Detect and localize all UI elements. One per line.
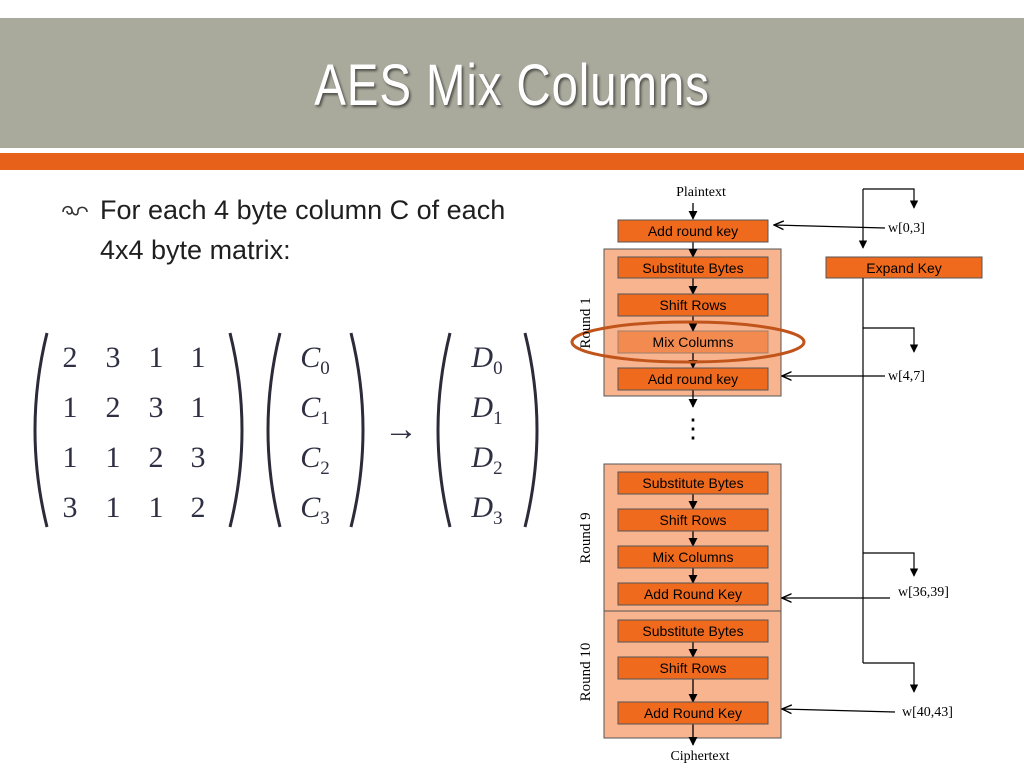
step-label: Expand Key bbox=[866, 260, 942, 276]
round1-shift-rows-box bbox=[617, 293, 769, 317]
mix-columns-equation: 2 3 1 1 1 2 3 1 1 1 2 3 3 1 1 2 C0 C1 C2… bbox=[33, 332, 539, 529]
d-vector-left-paren bbox=[436, 332, 452, 528]
key-input-arrow bbox=[774, 225, 886, 228]
round-9-label: Round 9 bbox=[578, 512, 594, 563]
step-label: Add Round Key bbox=[644, 586, 742, 602]
accent-stripe bbox=[0, 153, 1024, 170]
expand-key-box bbox=[825, 256, 983, 279]
matrix-left-paren bbox=[33, 332, 49, 528]
step-label: Shift Rows bbox=[660, 297, 727, 313]
matrix-cell: 2 bbox=[63, 341, 78, 374]
round1-substitute-bytes-box bbox=[617, 256, 769, 279]
c-vector-right-paren bbox=[349, 332, 365, 528]
key-input-arrow bbox=[782, 709, 896, 712]
key-schedule-line bbox=[863, 662, 919, 693]
initial-add-round-key-box bbox=[617, 219, 769, 243]
round9-substitute-bytes-box bbox=[617, 471, 769, 495]
round10-substitute-bytes-box bbox=[617, 619, 769, 643]
ciphertext-label: Ciphertext bbox=[670, 749, 729, 764]
matrix-cell: 1 bbox=[149, 341, 164, 374]
step-label: Add Round Key bbox=[644, 705, 742, 721]
step-label: Shift Rows bbox=[660, 660, 727, 676]
round9-mix-columns-box bbox=[617, 545, 769, 569]
plaintext-label: Plaintext bbox=[676, 185, 726, 200]
round1-add-round-key-box bbox=[617, 367, 769, 391]
matrix-cell: 2 bbox=[191, 491, 206, 524]
round9-shift-rows-box bbox=[617, 508, 769, 532]
matrix-cell: 3 bbox=[63, 491, 78, 524]
step-label: Substitute Bytes bbox=[642, 260, 743, 276]
step-label: Substitute Bytes bbox=[642, 475, 743, 491]
matrix-cell: 1 bbox=[191, 391, 206, 424]
step-label: Add round key bbox=[648, 223, 738, 239]
matrix-cell: 2 bbox=[106, 391, 121, 424]
matrix-cell: 1 bbox=[106, 491, 121, 524]
round10-add-round-key-box bbox=[617, 701, 769, 725]
matrix-cell: 1 bbox=[106, 441, 121, 474]
matrix-cell: 1 bbox=[191, 341, 206, 374]
matrix-right-paren bbox=[228, 332, 244, 528]
step-label: Add round key bbox=[648, 371, 738, 387]
key-label-w4-7: w[4,7] bbox=[888, 369, 925, 384]
mix-columns-highlight-ring bbox=[570, 320, 806, 364]
matrix-cell: 1 bbox=[149, 491, 164, 524]
round-10-label: Round 10 bbox=[578, 643, 594, 702]
key-label-w36-39: w[36,39] bbox=[898, 585, 949, 600]
matrix-cell: 3 bbox=[106, 341, 121, 374]
matrix-cell: 3 bbox=[149, 391, 164, 424]
key-schedule-line bbox=[863, 327, 919, 353]
d-vector-entry: D2 bbox=[470, 441, 502, 479]
key-label-w0-3: w[0,3] bbox=[888, 221, 925, 236]
scroll-bullet-icon bbox=[62, 205, 88, 216]
bullet-text: For each 4 byte column C of each 4x4 byt… bbox=[100, 195, 506, 265]
round9-add-round-key-box bbox=[617, 582, 769, 606]
matrix-cell: 1 bbox=[63, 441, 78, 474]
continuation-dots: ⋮ bbox=[680, 414, 706, 443]
matrix-cell: 1 bbox=[63, 391, 78, 424]
d-vector-right-paren bbox=[523, 332, 539, 528]
step-label: Mix Columns bbox=[653, 334, 734, 350]
key-label-w40-43: w[40,43] bbox=[902, 705, 953, 720]
c-vector-left-paren bbox=[266, 332, 282, 528]
round10-shift-rows-box bbox=[617, 656, 769, 680]
round-1-label: Round 1 bbox=[578, 297, 594, 348]
step-label: Mix Columns bbox=[653, 549, 734, 565]
key-schedule-line bbox=[863, 188, 919, 209]
maps-to-arrow: → bbox=[384, 411, 418, 448]
step-label: Shift Rows bbox=[660, 512, 727, 528]
title-bar: AES Mix Columns bbox=[0, 18, 1024, 148]
step-label: Substitute Bytes bbox=[642, 623, 743, 639]
key-schedule-line bbox=[863, 552, 919, 577]
round1-mix-columns-box bbox=[617, 330, 769, 354]
matrix-cell: 3 bbox=[191, 441, 206, 474]
slide-title: AES Mix Columns bbox=[314, 53, 710, 118]
matrix-cell: 2 bbox=[149, 441, 164, 474]
